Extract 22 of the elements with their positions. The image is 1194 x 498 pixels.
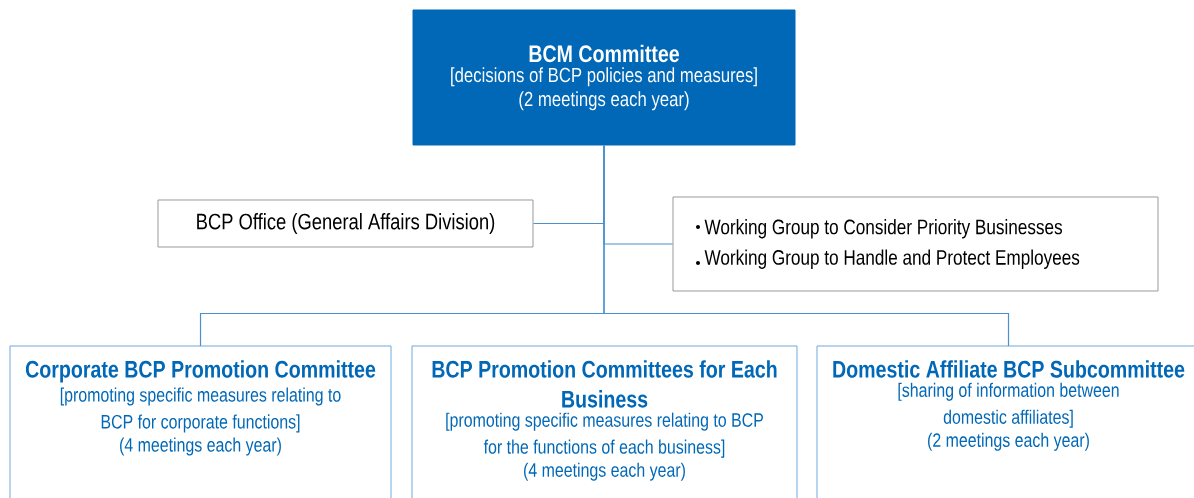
box-text: (4 meetings each year) — [524, 462, 685, 481]
list-item: Working Group to Handle and Protect Employees — [704, 249, 1080, 269]
list-item: Working Group to Consider Priority Businesses — [704, 219, 1062, 239]
box-heading: BCM Committee — [529, 44, 679, 63]
box-text: (2 meetings each year) — [928, 432, 1089, 451]
box-text: (4 meetings each year) — [120, 437, 281, 456]
committee-box — [9, 345, 392, 498]
office-box — [157, 199, 534, 248]
box-heading: BCP Promotion Committees for Each Business — [432, 360, 777, 408]
box-text: [decisions of BCP policies and measures] — [451, 67, 757, 87]
box-text: BCP Office (General Affairs Division) — [197, 213, 495, 234]
box-text: [sharing of information between domestic affiliates] — [898, 382, 1119, 428]
committee-box — [816, 345, 1194, 498]
committee-box — [412, 9, 796, 146]
connector-line — [603, 144, 1010, 347]
box-text: [promoting specific measures relating to BCP for corporate functions] — [60, 387, 341, 433]
box-text: (2 meetings each year) — [519, 91, 689, 111]
box-text: [promoting specific measures relating to BCP for the functions of each business] — [446, 412, 763, 458]
committee-box — [411, 345, 798, 498]
box-heading: Corporate BCP Promotion Committee — [25, 360, 376, 383]
working-group-box — [672, 196, 1159, 292]
box-heading: Domestic Affiliate BCP Subcommittee — [833, 360, 1185, 378]
